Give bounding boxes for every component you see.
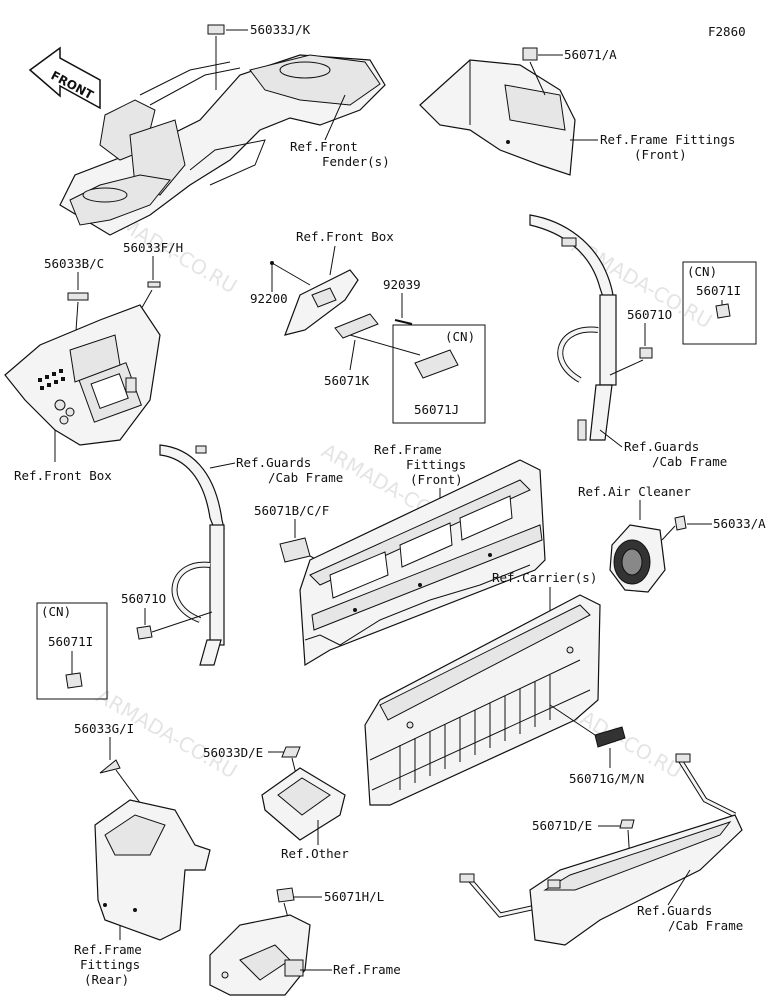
label-56071O-a: 56071O [627, 307, 672, 322]
cn-label-1: (CN) [445, 329, 475, 344]
front-arrow-icon: FRONT [28, 46, 101, 110]
ref-frame-fittings-front-line2: (Front) [634, 147, 687, 162]
ref-guards-cab-b-line1: Ref.Guards [236, 455, 311, 470]
label-56033FH: 56033F/H [123, 240, 183, 255]
ref-front-fender-line2: Fender(s) [322, 154, 390, 169]
label-56071GMN: 56071G/M/N [569, 771, 644, 786]
label-56071HL-decal [276, 887, 295, 903]
frame-fittings-front-top [419, 59, 576, 176]
ref-guards-cab-a-line1: Ref.Guards [624, 439, 699, 454]
ref-frame-fittings-rear-line1: Ref.Frame [74, 942, 142, 957]
cn-box-56071I-a [682, 261, 757, 345]
frame-fittings-center-panel [299, 459, 546, 667]
figure-code: F2860 [708, 24, 746, 39]
label-56071I-b-decal [65, 672, 83, 689]
guard-cab-frame-left [159, 444, 225, 666]
ref-front-box-bottom: Ref.Front Box [14, 468, 112, 483]
label-92200: 92200 [250, 291, 288, 306]
ref-frame-fittings-center-line1: Ref.Frame [374, 442, 442, 457]
label-56071I-a-decal [715, 303, 731, 319]
label-56033FH-decal [147, 281, 161, 288]
air-cleaner [609, 524, 666, 593]
carrier-panel [364, 594, 601, 806]
label-56033BC-decal [67, 292, 89, 301]
label-56033DE: 56033D/E [203, 745, 263, 760]
label-56071I-b: 56071I [48, 634, 93, 649]
label-56071DE: 56071D/E [532, 818, 592, 833]
label-56033GI: 56033G/I [74, 721, 134, 736]
label-56071BCF: 56071B/C/F [254, 503, 329, 518]
label-56033JK-decal [207, 24, 225, 35]
cn-box-56071J [392, 324, 486, 424]
ref-guards-cab-b-line2: /Cab Frame [268, 470, 343, 485]
label-56071BCF-decal [279, 537, 311, 563]
other-tray [261, 767, 346, 841]
ref-other: Ref.Other [281, 846, 349, 861]
dash-panel [4, 304, 161, 446]
label-56071O-a-decal [639, 347, 653, 359]
label-56071K-decal [334, 313, 379, 339]
ref-front-box-top: Ref.Front Box [296, 229, 394, 244]
label-56033DE-decal [281, 746, 301, 758]
cn-box-56071I-b [36, 602, 108, 700]
label-56071A: 56071/A [564, 47, 617, 62]
floor-fender-assembly [59, 54, 386, 236]
ref-guards-cab-a-line2: /Cab Frame [652, 454, 727, 469]
label-56033A-decal [674, 515, 687, 531]
label-56071O-b: 56071O [121, 591, 166, 606]
ref-frame: Ref.Frame [333, 962, 401, 977]
front-box-lid [284, 269, 359, 336]
guard-cab-frame-rear [459, 753, 743, 946]
label-56071A-decal [522, 47, 538, 61]
label-56071J-decal [414, 349, 459, 379]
ref-guards-cab-c-line2: /Cab Frame [668, 918, 743, 933]
label-56033JK: 56033J/K [250, 22, 311, 37]
frame-fittings-rear [94, 799, 211, 941]
guard-cab-frame-right [529, 214, 617, 441]
label-56071J: 56071J [414, 402, 459, 417]
label-56071DE-decal [619, 819, 635, 829]
label-56071HL: 56071H/L [324, 889, 384, 904]
ref-carriers: Ref.Carrier(s) [492, 570, 597, 585]
ref-guards-cab-c-line1: Ref.Guards [637, 903, 712, 918]
label-56071I-a: 56071I [696, 283, 741, 298]
cn-label-3: (CN) [41, 604, 71, 619]
ref-frame-fittings-front-line1: Ref.Frame Fittings [600, 132, 735, 147]
ref-frame-fittings-rear-line2: Fittings [80, 957, 140, 972]
cn-label-2: (CN) [687, 264, 717, 279]
ref-frame-fittings-center-line3: (Front) [410, 472, 463, 487]
label-92039: 92039 [383, 277, 421, 292]
ref-frame-fittings-rear-line3: (Rear) [84, 972, 129, 987]
label-56033GI-decal [99, 759, 121, 774]
ref-front-fender-line1: Ref.Front [290, 139, 358, 154]
label-56071K: 56071K [324, 373, 370, 388]
frame-bottom [209, 914, 311, 996]
label-56033A: 56033/A [713, 516, 766, 531]
label-56071O-b-decal [136, 625, 153, 640]
ref-air-cleaner: Ref.Air Cleaner [578, 484, 691, 499]
label-56071GMN-decal [594, 726, 626, 748]
ref-frame-fittings-center-line2: Fittings [406, 457, 466, 472]
label-56033BC: 56033B/C [44, 256, 104, 271]
